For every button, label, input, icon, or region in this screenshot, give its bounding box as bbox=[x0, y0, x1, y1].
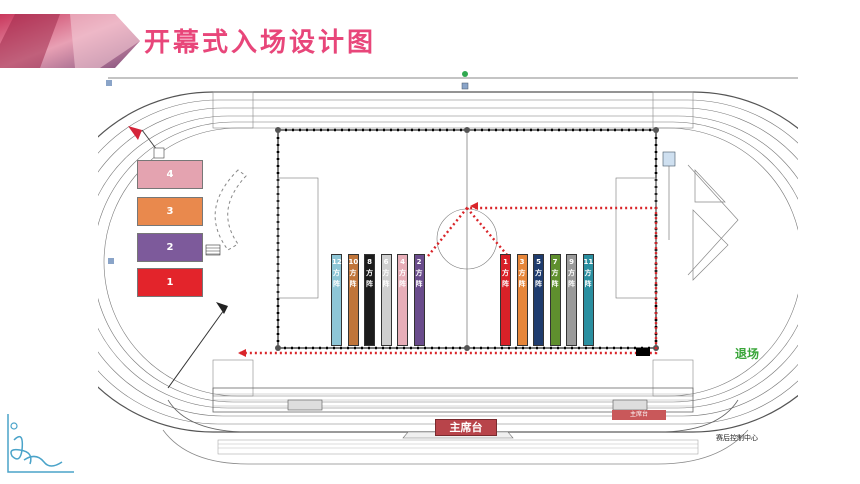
formation-text: 8 bbox=[367, 258, 372, 266]
waiting-block-label: 2 bbox=[166, 242, 174, 253]
waiting-block-4: 4 bbox=[137, 160, 203, 189]
formation-text: 6 bbox=[383, 258, 389, 266]
formation-text: 方 bbox=[502, 269, 509, 277]
formation-text: 阵 bbox=[568, 280, 575, 288]
formation-text: 3 bbox=[519, 258, 525, 266]
formation-text: 阵 bbox=[502, 280, 509, 288]
flag-marker bbox=[128, 126, 142, 140]
frame-handle bbox=[461, 82, 469, 90]
formation-bar-8: 8 方阵 bbox=[364, 254, 375, 346]
formation-text: 10 bbox=[348, 258, 359, 266]
formation-text: 11 bbox=[583, 258, 594, 266]
formation-text: 方 bbox=[366, 269, 373, 277]
entrance-route bbox=[238, 206, 658, 355]
title-banner-decoration bbox=[0, 14, 140, 68]
formation-text: 阵 bbox=[366, 280, 373, 288]
outer-track bbox=[98, 91, 798, 433]
hatched-block bbox=[612, 399, 648, 411]
waiting-block-label: 1 bbox=[166, 277, 174, 288]
formation-text: 阵 bbox=[415, 280, 423, 288]
formation-text: 4 bbox=[400, 258, 405, 266]
formation-bar-3: 3 方阵 bbox=[516, 254, 528, 346]
control-center-label: 赛后控制中心 bbox=[716, 434, 758, 442]
formation-text: 方 bbox=[349, 269, 357, 277]
formation-text: 2 bbox=[416, 258, 422, 266]
formation-text: 阵 bbox=[535, 280, 542, 288]
formation-bar-10: 10 方阵 bbox=[347, 254, 359, 346]
waiting-block-1: 1 bbox=[137, 268, 203, 297]
formation-text: 方 bbox=[584, 269, 592, 277]
formation-bar-12: 12 方阵 bbox=[331, 254, 342, 346]
exit-label: 退场 bbox=[735, 347, 760, 361]
formation-text: 方 bbox=[415, 269, 423, 277]
formation-text: 方 bbox=[551, 269, 559, 277]
formation-bar-2: 2 方阵 bbox=[413, 254, 425, 346]
formation-text: 方 bbox=[518, 269, 526, 277]
formation-text: 方 bbox=[568, 269, 575, 277]
formation-bar-1: 1 方阵 bbox=[500, 254, 511, 346]
formation-text: 5 bbox=[536, 258, 541, 266]
stadium-diagram bbox=[98, 71, 798, 465]
formation-text: 方 bbox=[399, 269, 406, 277]
formation-bar-7: 7 方阵 bbox=[549, 254, 561, 346]
formation-bar-4: 4 方阵 bbox=[397, 254, 408, 346]
page-title: 开幕式入场设计图 bbox=[144, 28, 377, 58]
frame-rotate-handle bbox=[462, 71, 468, 77]
formation-text: 1 bbox=[503, 258, 508, 266]
formation-text: 7 bbox=[552, 258, 558, 266]
formation-text: 阵 bbox=[382, 280, 390, 288]
waiting-block-label: 3 bbox=[166, 206, 174, 217]
formation-text: 方 bbox=[333, 269, 340, 277]
formation-text: 阵 bbox=[518, 280, 526, 288]
frame-handle bbox=[108, 258, 114, 264]
formation-text: 阵 bbox=[349, 280, 357, 288]
formation-bar-6: 6 方阵 bbox=[380, 254, 392, 346]
formation-text: 12 bbox=[332, 258, 342, 266]
formation-bar-5: 5 方阵 bbox=[533, 254, 544, 346]
formation-bar-11: 11 方阵 bbox=[582, 254, 594, 346]
corner-ornament bbox=[7, 414, 74, 473]
mini-stand-label: 主席台 bbox=[612, 410, 666, 420]
hatched-block bbox=[287, 399, 323, 411]
frame-handle bbox=[106, 80, 112, 86]
formation-text: 9 bbox=[569, 258, 574, 266]
formation-text: 阵 bbox=[399, 280, 406, 288]
flag-marker bbox=[216, 302, 228, 314]
formation-text: 阵 bbox=[333, 280, 340, 288]
main-stand-label: 主席台 bbox=[435, 419, 497, 436]
track-lanes bbox=[98, 99, 798, 425]
formation-bar-9: 9 方阵 bbox=[566, 254, 577, 346]
formation-text: 方 bbox=[535, 269, 542, 277]
waiting-block-label: 4 bbox=[166, 169, 174, 180]
formation-text: 阵 bbox=[584, 280, 592, 288]
formation-text: 阵 bbox=[551, 280, 559, 288]
formation-text: 方 bbox=[382, 269, 390, 277]
waiting-block-2: 2 bbox=[137, 233, 203, 262]
waiting-block-3: 3 bbox=[137, 197, 203, 226]
